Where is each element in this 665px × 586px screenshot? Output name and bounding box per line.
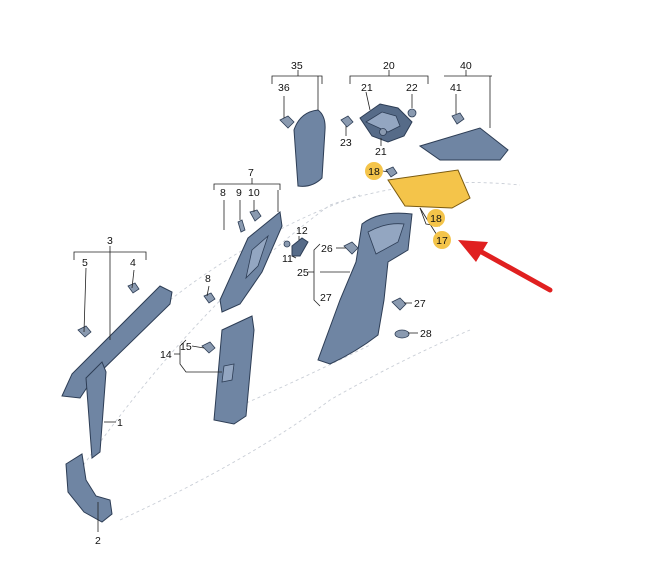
badge-17: 17 [436, 235, 448, 247]
callout-4: 4 [130, 257, 136, 269]
callout-23: 23 [340, 137, 352, 149]
badge-18-lower-circle [427, 209, 445, 227]
callout-28: 28 [420, 328, 432, 340]
callout-1: 1 [117, 417, 123, 429]
part-35-pillar-trim [279, 109, 326, 187]
callout-2: 2 [95, 535, 101, 547]
callout-9: 9 [236, 187, 242, 199]
callout-3: 3 [107, 235, 113, 247]
part-2-sill-end [65, 453, 113, 523]
badge-18-lower: 18 [430, 213, 442, 225]
callout-22: 22 [406, 82, 418, 94]
callout-35: 35 [291, 60, 303, 72]
callout-21-upper: 21 [361, 82, 373, 94]
callout-12: 12 [296, 225, 308, 237]
callout-25: 25 [297, 267, 309, 279]
callout-27-right: 27 [414, 298, 426, 310]
callout-41: 41 [450, 82, 462, 94]
callout-labels: 35 36 20 21 22 21 23 40 41 7 8 9 10 12 1… [82, 60, 472, 547]
callout-5: 5 [82, 257, 88, 269]
callout-11: 11 [282, 253, 293, 265]
part-28-clip [394, 329, 410, 339]
red-arrow-icon [458, 240, 553, 293]
callout-40: 40 [460, 60, 472, 72]
part-17-highlighted-cover [385, 166, 471, 209]
part-40-trim [418, 112, 509, 161]
callout-8-upper: 8 [220, 187, 226, 199]
callout-8-lower: 8 [205, 273, 211, 285]
car-body-outline [79, 182, 521, 521]
part-1-strip [85, 361, 107, 459]
callout-15: 15 [180, 341, 192, 353]
leader-lines [73, 70, 492, 532]
part-7-b-pillar-upper [219, 209, 283, 313]
part-3-a-pillar [61, 282, 173, 399]
highlight-badges: 18 18 17 [365, 162, 451, 249]
callout-10: 10 [248, 187, 260, 199]
callout-36: 36 [278, 82, 290, 94]
part-20-bracket [340, 103, 417, 143]
part-25-pillar-lower [317, 212, 413, 365]
callout-26: 26 [321, 243, 333, 255]
part-27-clip [391, 297, 407, 311]
callout-14: 14 [160, 349, 172, 361]
badge-18-upper: 18 [368, 166, 380, 178]
badge-17-circle [433, 231, 451, 249]
callout-20: 20 [383, 60, 395, 72]
part-14-b-pillar-lower [201, 292, 255, 425]
callout-21-lower: 21 [375, 146, 387, 158]
part-12-clip [283, 237, 309, 257]
callout-7: 7 [248, 167, 254, 179]
badge-18-upper-circle [365, 162, 383, 180]
callout-27-left: 27 [320, 292, 332, 304]
